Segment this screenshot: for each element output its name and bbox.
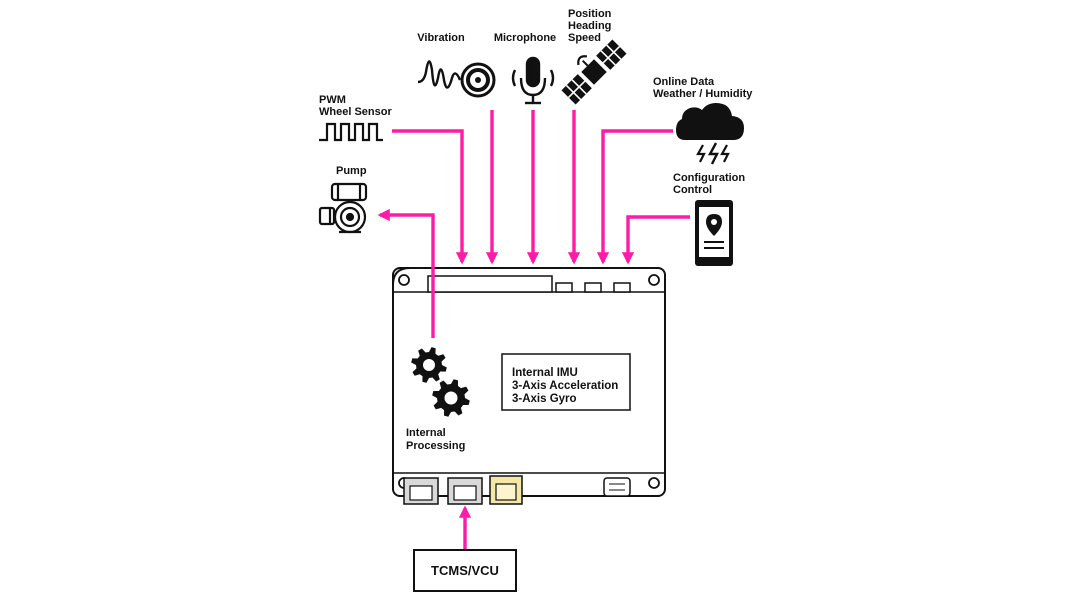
arrow-pump: [377, 208, 435, 338]
gear-icon: [432, 379, 470, 417]
configuration-label-line-2: Control: [673, 184, 712, 196]
smartphone-icon: [695, 200, 733, 266]
bottom-connector-2: [447, 477, 483, 505]
storm-cloud-icon: [676, 103, 744, 165]
arrow-online-data: [596, 129, 673, 265]
microphone-icon: [511, 56, 555, 105]
gps-label-line-3: Speed: [568, 32, 601, 44]
imu-box: Internal IMU 3-Axis Acceleration 3-Axis …: [501, 353, 631, 411]
bottom-connector-yellow: [489, 475, 523, 505]
online-data-label-line-1: Online Data: [653, 76, 715, 88]
square-wave-icon: [319, 122, 383, 142]
processing-label-line-1: Internal: [406, 427, 446, 439]
online-data-label-line-2: Weather / Humidity: [653, 88, 753, 100]
imu-line-3: 3-Axis Gyro: [512, 393, 577, 405]
pwm-label-line-2: Wheel Sensor: [319, 106, 392, 118]
pump-icon: [318, 182, 368, 234]
pump-label: Pump: [336, 165, 367, 177]
imu-line-1: Internal IMU: [512, 367, 578, 379]
vibration-icon: [417, 60, 496, 98]
gps-label-line-2: Heading: [568, 20, 611, 32]
arrow-configuration: [621, 215, 690, 265]
bottom-connector-small: [603, 477, 631, 497]
signal-arrows: [377, 110, 690, 549]
gps-label-line-1: Position: [568, 8, 612, 20]
gear-icon: [411, 347, 447, 383]
imu-line-2: 3-Axis Acceleration: [512, 380, 618, 392]
vibration-label: Vibration: [417, 32, 465, 44]
configuration-label-line-1: Configuration: [673, 172, 745, 184]
arrow-pwm: [392, 129, 469, 265]
satellite-icon: [561, 39, 627, 105]
bottom-connector-1: [403, 477, 439, 505]
processing-label-line-2: Processing: [406, 440, 465, 452]
tcms-box: TCMS/VCU: [413, 549, 517, 592]
pwm-label-line-1: PWM: [319, 94, 346, 106]
microphone-label: Microphone: [494, 32, 556, 44]
tcms-label: TCMS/VCU: [431, 563, 499, 578]
